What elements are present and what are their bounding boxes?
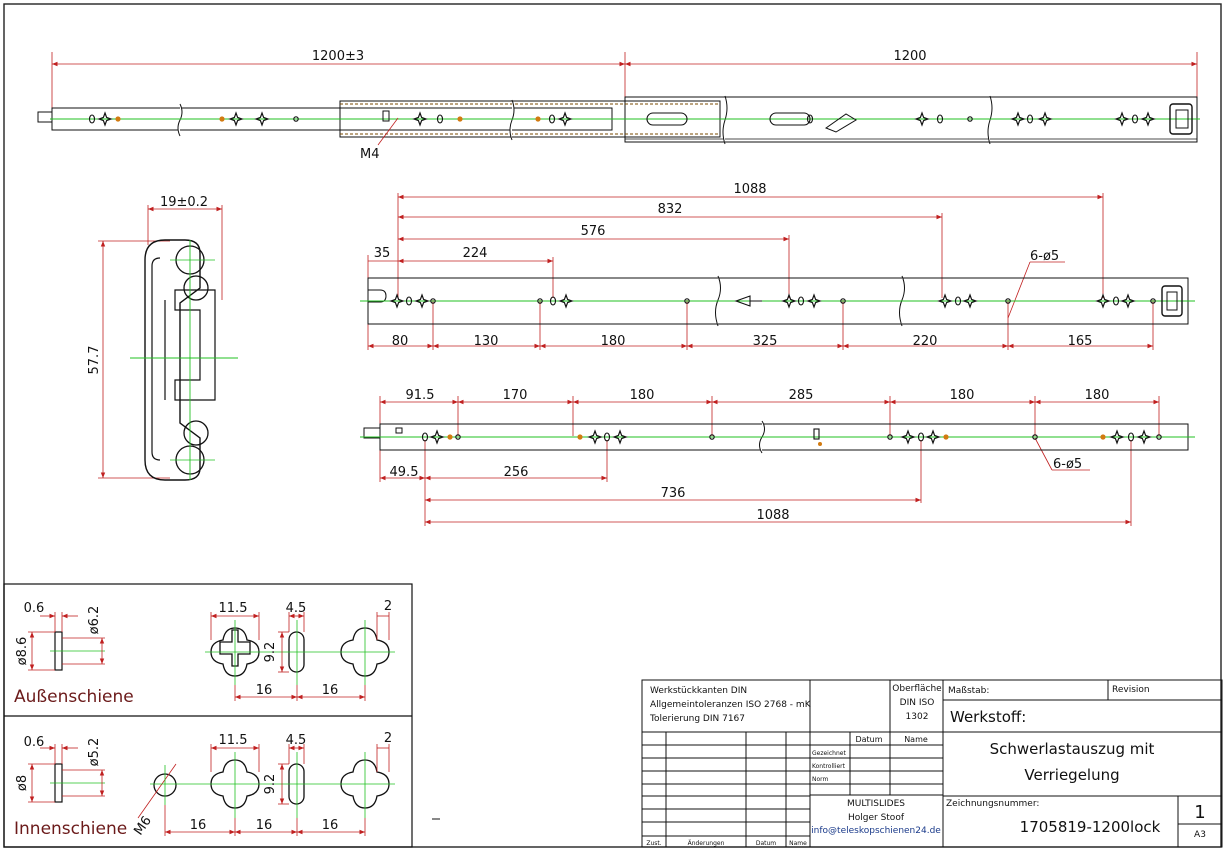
dim-outer-w2: 4.5: [286, 601, 307, 616]
dim-bot-49-5: 49.5: [390, 465, 419, 480]
tb-title-line2: Verriegelung: [1024, 766, 1119, 784]
dim-inner-thickness: 0.6: [24, 735, 45, 750]
tb-note-2: Allgemeintoleranzen ISO 2768 - mK: [650, 700, 812, 710]
profile-section: 19±0.2 57.7: [87, 195, 238, 481]
dim-outer-thickness: 0.6: [24, 601, 45, 616]
tb-row-drawn: Gezeichnet: [812, 750, 846, 757]
label-outer-rail: Außenschiene: [14, 687, 134, 707]
tb-company-2: Holger Stoof: [848, 813, 905, 823]
tb-note-3: Tolerierung DIN 7167: [649, 714, 745, 724]
tb-col-date: Datum: [855, 735, 882, 744]
dim-bot-1088: 1088: [756, 508, 789, 523]
tb-row-norm: Norm: [812, 776, 829, 783]
dim-mid-130: 130: [474, 334, 499, 349]
dim-profile-width: 19±0.2: [160, 195, 208, 210]
dim-mid-224: 224: [463, 246, 488, 261]
dim-outer-w3: 2: [384, 599, 392, 614]
dim-inner-w2: 4.5: [286, 733, 307, 748]
dim-mid-35: 35: [374, 246, 391, 261]
tb-revision-label: Revision: [1112, 685, 1150, 695]
rail-bottom-view: 91.5 170 180 285 180 180 49.5 256 736 10…: [360, 388, 1195, 526]
tb-surface-label: Oberfläche: [892, 684, 942, 694]
dim-mid-325: 325: [753, 334, 778, 349]
dim-bot-holes: 6-ø5: [1053, 457, 1082, 472]
tb-drawing-no-label: Zeichnungsnummer:: [946, 799, 1039, 809]
tb-col-name: Name: [904, 735, 928, 744]
dim-bot-91-5: 91.5: [406, 388, 435, 403]
tb-foot-name: Name: [789, 840, 807, 847]
dim-bot-180c: 180: [1085, 388, 1110, 403]
rail-top-view: 1200±3 1200: [37, 49, 1200, 162]
dim-inner-p1: 16: [256, 818, 273, 833]
sheet-border: [3, 3, 1222, 848]
tb-title-line1: Schwerlastauszug mit: [990, 740, 1155, 758]
label-inner-rail: Innenschiene: [14, 819, 127, 839]
dim-outer-dinner: ø6.2: [87, 606, 102, 635]
dim-bot-180a: 180: [630, 388, 655, 403]
dim-outer-w1: 11.5: [219, 601, 248, 616]
dim-bot-285: 285: [789, 388, 814, 403]
tb-company-1: MULTISLIDES: [847, 799, 905, 809]
detail-outer: 0.6 ø6.2 ø8.6 Außenschiene: [14, 599, 395, 707]
tb-sheet-no: 1: [1194, 802, 1205, 823]
title-block: Werkstückkanten DIN Allgemeintoleranzen …: [641, 679, 1223, 848]
thread-label-m4: M4: [360, 147, 380, 162]
detail-box: 0.6 ø6.2 ø8.6 Außenschiene: [3, 583, 413, 848]
dim-inner-w3: 2: [384, 731, 392, 746]
dim-bot-256: 256: [504, 465, 529, 480]
dim-mid-180: 180: [601, 334, 626, 349]
dim-inner-h: 9.2: [263, 774, 278, 795]
tb-row-checked: Kontrolliert: [812, 763, 846, 770]
dim-overall-right: 1200: [893, 49, 926, 64]
tb-foot-date: Datum: [756, 840, 776, 847]
tb-format: A3: [1194, 830, 1206, 840]
tb-drawing-no: 1705819-1200lock: [1020, 818, 1161, 836]
tb-material-label: Werkstoff:: [950, 708, 1026, 726]
dim-outer-h: 9.2: [263, 642, 278, 663]
dim-inner-thread: M6: [131, 814, 154, 839]
dim-mid-1088: 1088: [733, 182, 766, 197]
dim-mid-220: 220: [913, 334, 938, 349]
dim-mid-80: 80: [392, 334, 409, 349]
dim-outer-p2: 16: [322, 683, 339, 698]
dim-bot-170: 170: [503, 388, 528, 403]
dim-mid-165: 165: [1068, 334, 1093, 349]
tb-email: info@teleskopschienen24.de: [811, 826, 941, 836]
dim-mid-holes: 6-ø5: [1030, 249, 1059, 264]
dim-mid-832: 832: [658, 202, 683, 217]
tb-scale-label: Maßstab:: [948, 686, 989, 696]
tb-foot-changes: Änderungen: [688, 840, 725, 847]
dim-profile-height: 57.7: [87, 346, 102, 375]
thread-leader: [377, 117, 399, 146]
dim-inner-douter: ø8: [15, 775, 30, 791]
rail-middle-view: 1088 832 576 224 35 80 130 180 325 220 1…: [360, 182, 1195, 350]
dim-inner-p0: 16: [190, 818, 207, 833]
dim-mid-576: 576: [581, 224, 606, 239]
detail-inner: 0.6 ø5.2 ø8 Innenschiene M6: [14, 731, 395, 839]
dim-bot-180b: 180: [950, 388, 975, 403]
dim-overall-left: 1200±3: [312, 49, 364, 64]
dim-inner-w1: 11.5: [219, 733, 248, 748]
tb-surface-std2: 1302: [906, 712, 929, 722]
dim-outer-p1: 16: [256, 683, 273, 698]
tb-foot-zust: Zust.: [646, 840, 661, 847]
dim-inner-p2: 16: [322, 818, 339, 833]
dim-outer-douter: ø8.6: [15, 637, 30, 666]
tb-surface-std1: DIN ISO: [900, 698, 935, 708]
dim-bot-736: 736: [661, 486, 686, 501]
dim-inner-dinner: ø5.2: [87, 738, 102, 767]
tb-note-1: Werkstückkanten DIN: [650, 686, 747, 696]
